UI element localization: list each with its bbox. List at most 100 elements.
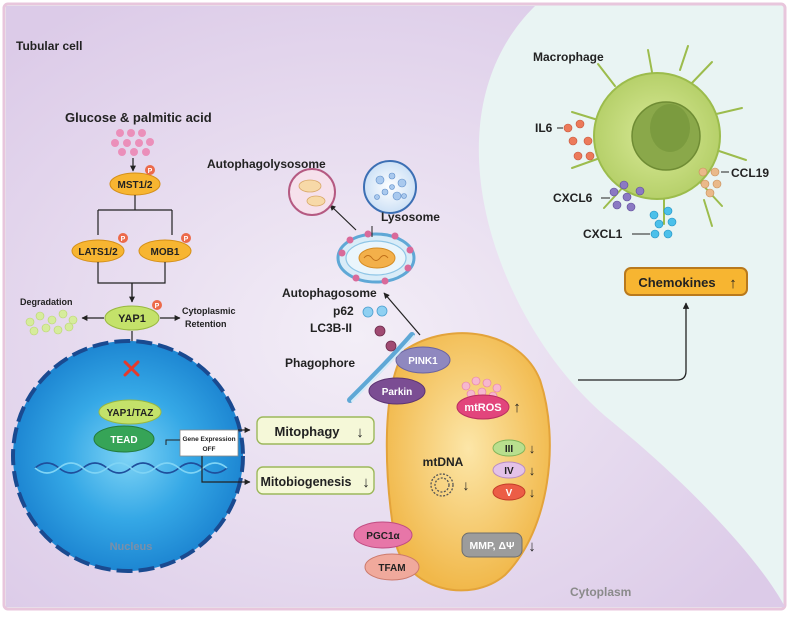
- cxcl6-particles: [609, 180, 645, 212]
- phospho-label: P: [148, 168, 153, 175]
- gene-expression-label: Gene Expression: [182, 436, 235, 443]
- cxcl1-label: CXCL1: [583, 227, 623, 241]
- complex-v: V ↓: [492, 483, 536, 501]
- phospho-icon: [118, 233, 128, 243]
- mitophagy-label: Mitophagy: [275, 424, 341, 439]
- mst-node: MST1/2 P: [109, 165, 161, 196]
- autophagosome: [336, 230, 416, 285]
- lc3b-marker: [374, 325, 386, 337]
- tfam-node: TFAM: [364, 553, 420, 581]
- complex-iii-label: III: [505, 444, 514, 455]
- complex-v-label: V: [506, 488, 513, 499]
- stimulus-label: Glucose & palmitic acid: [65, 110, 212, 125]
- arrow-to-autophagosome: [383, 292, 421, 336]
- retention-label-1: Cytoplasmic: [182, 306, 236, 316]
- ccl19-particles: [698, 167, 722, 198]
- autophagolysosome: [288, 168, 336, 216]
- p62-label: p62: [333, 304, 354, 318]
- yaptaz-node: YAP1/TAZ: [98, 399, 162, 425]
- phospho-icon: [181, 233, 191, 243]
- macrophage-label: Macrophage: [533, 50, 604, 64]
- p62-marker: [362, 306, 374, 318]
- mmp-down-arrow: ↓: [528, 538, 536, 555]
- chemokines-box: Chemokines ↑: [624, 267, 748, 296]
- mob-label: MOB1: [151, 247, 180, 258]
- lats-label: LATS1/2: [78, 247, 118, 258]
- mmp-node: MMP, ΔΨ ↓: [461, 532, 536, 558]
- pink1-label: PINK1: [408, 356, 438, 367]
- tfam-label: TFAM: [378, 563, 405, 574]
- arrow-to-autophagolysosome: [329, 204, 357, 231]
- mitobiogenesis-label: Mitobiogenesis: [261, 475, 352, 489]
- mst-label: MST1/2: [117, 180, 152, 191]
- nucleus-label: Nucleus: [110, 541, 153, 553]
- mitochondrion: [385, 332, 551, 592]
- arrow-to-mitobiogenesis: [201, 456, 251, 485]
- lysosome: [363, 160, 417, 214]
- pink1-node: PINK1: [395, 346, 451, 374]
- mtros-label: mtROS: [464, 402, 501, 414]
- stimulus-particles: [111, 129, 154, 156]
- autophagolysosome-label: Autophagolysosome: [207, 157, 326, 171]
- p62-marker: [376, 305, 388, 317]
- mtros-node: mtROS ↑: [456, 376, 521, 420]
- mtros-up-arrow: ↑: [513, 399, 521, 416]
- phospho-icon: [152, 300, 162, 310]
- complex-iv: IV ↓: [492, 461, 535, 479]
- il6-label: IL6: [535, 121, 553, 135]
- phospho-label: P: [184, 236, 189, 243]
- ccl19-label: CCL19: [731, 166, 769, 180]
- tubular-cell-label: Tubular cell: [16, 39, 82, 53]
- chemokines-label: Chemokines: [638, 275, 715, 290]
- phagophore-label: Phagophore: [285, 356, 355, 370]
- complex-iii-down-arrow: ↓: [529, 441, 536, 456]
- gene-expression-off-box: Gene Expression OFF: [179, 429, 239, 457]
- pgc1a-label: PGC1α: [366, 531, 400, 542]
- complex-iv-label: IV: [504, 466, 514, 477]
- phospho-icon: [145, 165, 155, 175]
- degradation-label: Degradation: [20, 297, 73, 307]
- lysosome-label: Lysosome: [381, 210, 440, 224]
- nucleus: [11, 339, 245, 573]
- block-x-icon: [123, 360, 140, 377]
- mmp-label: MMP, ΔΨ: [469, 540, 514, 552]
- tead-node: TEAD: [93, 425, 155, 453]
- phagophore-membrane: [347, 332, 415, 403]
- mtdna-icon: [430, 473, 454, 497]
- phospho-label: P: [155, 303, 160, 310]
- retention-label-2: Retention: [185, 319, 227, 329]
- pgc1a-node: PGC1α: [353, 521, 413, 549]
- phospho-label: P: [121, 236, 126, 243]
- lc3b-label: LC3B-II: [310, 321, 352, 335]
- parkin-node: Parkin: [368, 377, 426, 405]
- tead-label: TEAD: [110, 435, 137, 446]
- mitophagy-down-arrow: ↓: [356, 424, 364, 441]
- lc3b-marker: [385, 340, 397, 352]
- yap-label: YAP1: [118, 313, 146, 325]
- complex-v-down-arrow: ↓: [529, 485, 536, 500]
- mtdna-down-arrow: ↓: [463, 477, 470, 493]
- cytoplasm-label: Cytoplasm: [570, 585, 631, 599]
- gene-expression-off-label: OFF: [203, 446, 216, 453]
- autophagosome-label: Autophagosome: [282, 286, 377, 300]
- lats-node: LATS1/2 P: [71, 233, 128, 263]
- dna-helix-icon: [34, 462, 228, 474]
- complex-iii: III ↓: [492, 439, 536, 457]
- connector-from-tead: [165, 439, 180, 445]
- arrow-to-chemokines: [578, 302, 690, 381]
- mitobiogenesis-box: Mitobiogenesis ↓: [256, 466, 375, 495]
- mitobiogenesis-down-arrow: ↓: [362, 474, 370, 491]
- chemokines-up-arrow: ↑: [729, 275, 737, 292]
- mtdna-label: mtDNA: [423, 455, 464, 469]
- yaptaz-label: YAP1/TAZ: [107, 408, 154, 419]
- yap-node: YAP1 P: [104, 300, 162, 331]
- branch-lines: [97, 195, 173, 235]
- mob-node: MOB1 P: [138, 233, 192, 263]
- cxcl1-particles: [649, 206, 677, 239]
- mitophagy-box: Mitophagy ↓: [256, 416, 375, 445]
- cxcl6-label: CXCL6: [553, 191, 593, 205]
- parkin-label: Parkin: [382, 387, 413, 398]
- degradation-fragments: [25, 309, 78, 336]
